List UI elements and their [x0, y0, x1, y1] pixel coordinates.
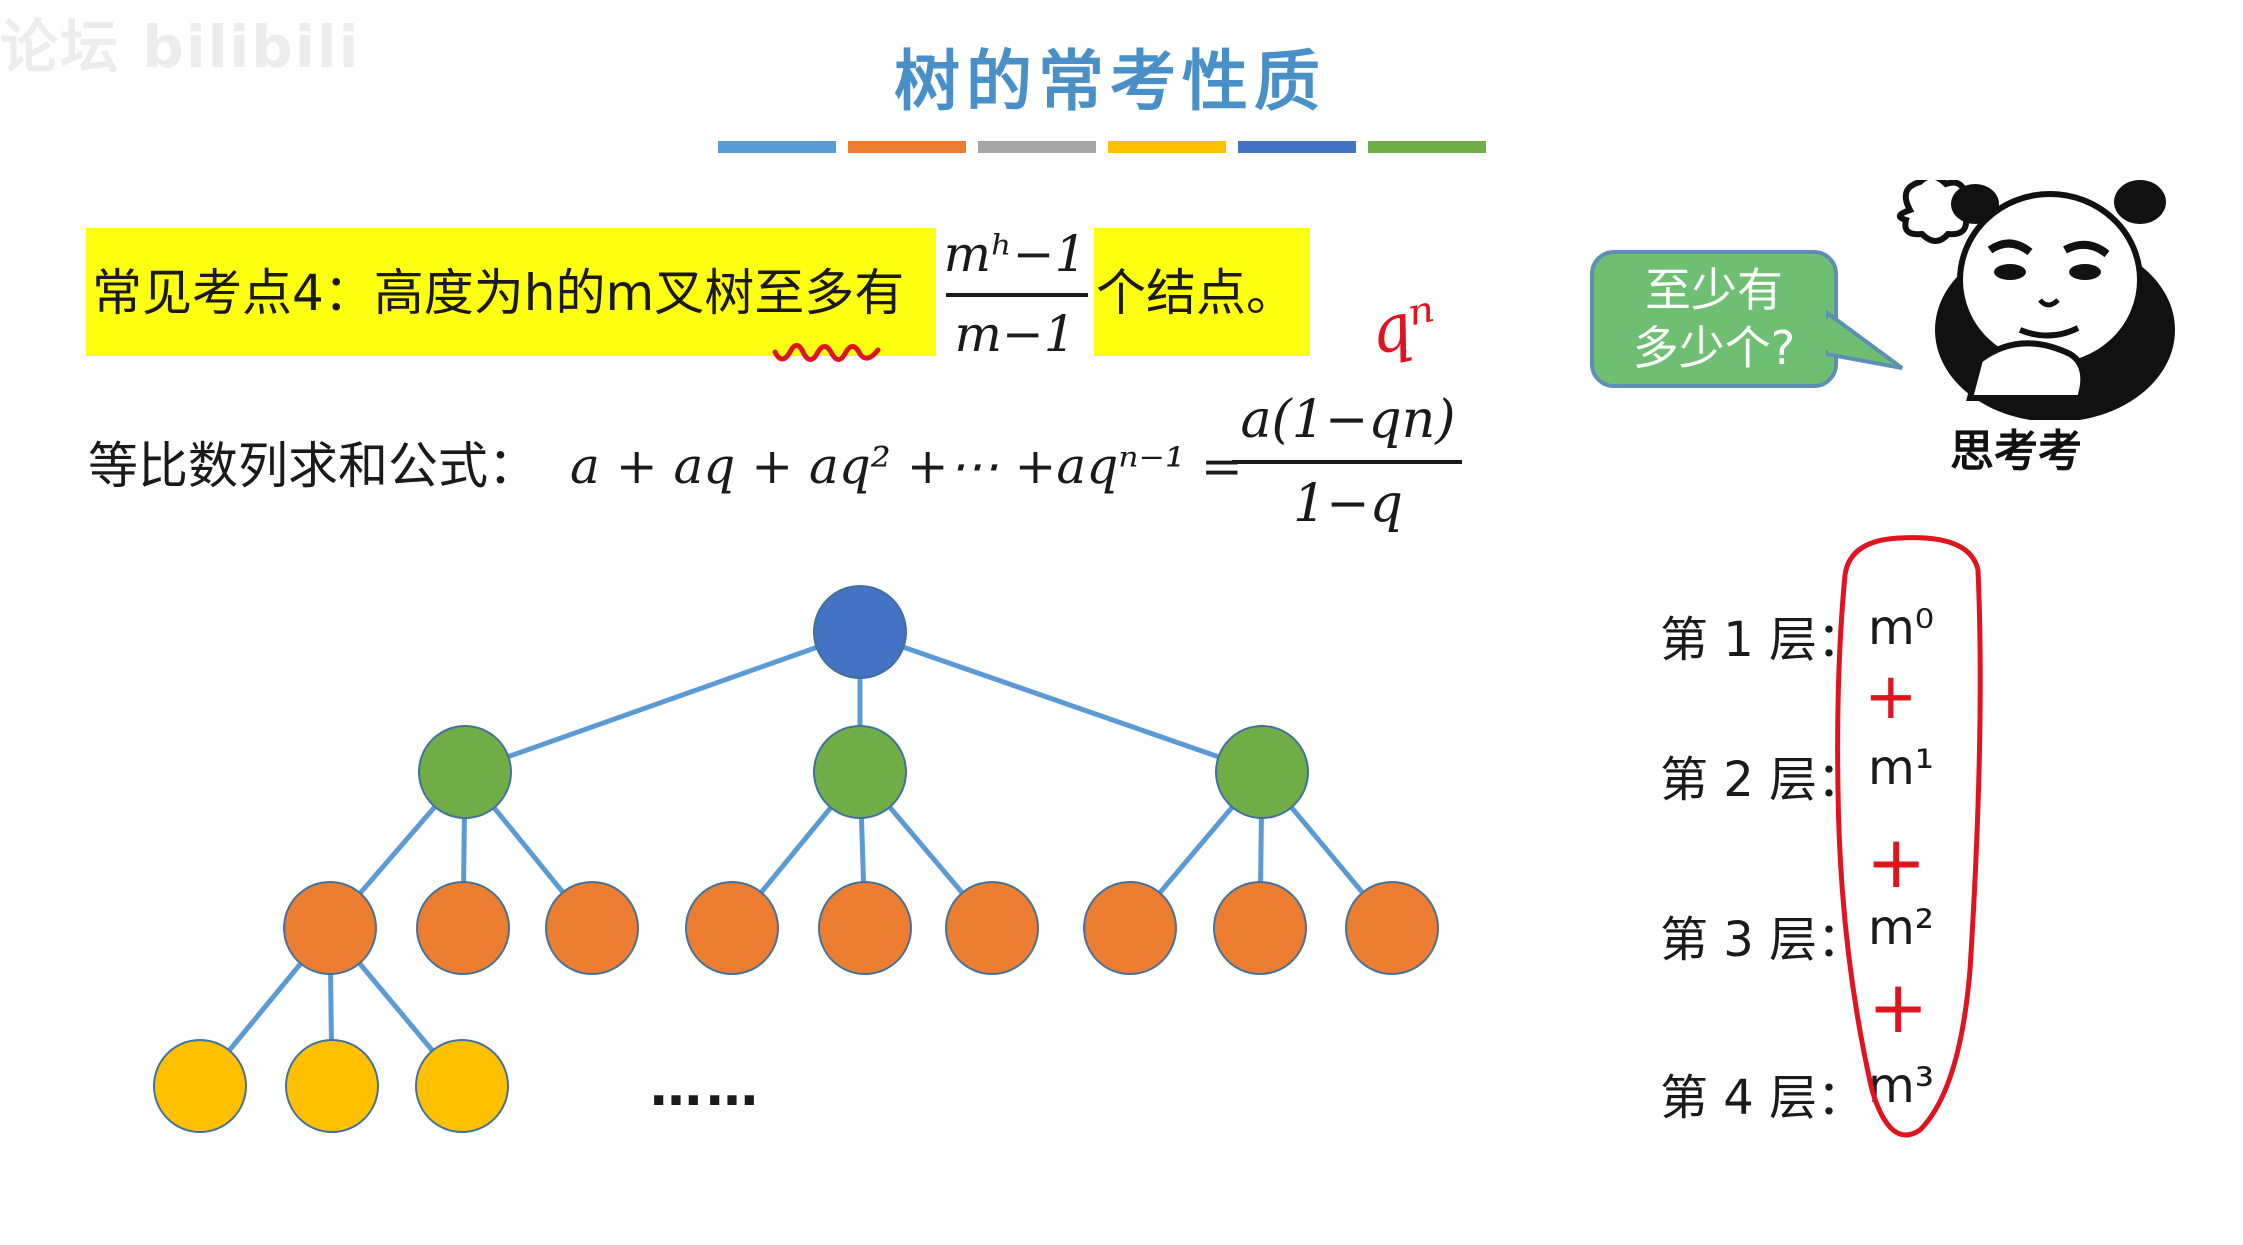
tree-node-level-3: [283, 881, 377, 975]
title-bar-segment-3: [978, 141, 1096, 153]
point4-fraction-numerator: mʰ−1: [943, 225, 1087, 283]
handwritten-underline: [772, 343, 881, 362]
tree-node-level-3: [945, 881, 1039, 975]
tree-node-level-3: [685, 881, 779, 975]
geometric-sum-expression: a + aq + aq² +⋯ +aqⁿ⁻¹ =: [570, 437, 1243, 495]
tree-node-level-3: [545, 881, 639, 975]
level-3-label: 第 3 层：: [1660, 912, 1866, 968]
tree-node-level-4: [153, 1039, 247, 1133]
meme-caption: 思考考: [1950, 426, 2082, 477]
slide-title: 树的常考性质: [894, 43, 1326, 120]
plus-sign-3: +: [1868, 965, 1929, 1049]
level-4-label: 第 4 层：: [1660, 1070, 1866, 1126]
point4-fraction-denominator: m−1: [954, 305, 1076, 363]
tree-node-level-3: [1345, 881, 1439, 975]
level-2-value: m¹: [1868, 740, 1934, 796]
point4-fraction-line: [946, 293, 1088, 297]
point4-suffix: 个结点。: [1096, 264, 1296, 322]
tree-node-level-3: [1083, 881, 1177, 975]
level-1-value: m⁰: [1868, 600, 1934, 656]
plus-sign-2: +: [1866, 820, 1927, 904]
tree-node-level-2: [813, 725, 907, 819]
level-2-label: 第 2 层：: [1660, 752, 1866, 808]
geometric-sum-fraction-line: [1232, 460, 1462, 464]
tree-node-level-4: [415, 1039, 509, 1133]
tree-node-level-1: [813, 585, 907, 679]
tree-node-level-3: [818, 881, 912, 975]
handwritten-ellipse-annotation: [1835, 535, 1983, 1138]
tree-edge: [859, 629, 1263, 775]
level-3-value: m²: [1868, 900, 1934, 956]
panda-thinking-meme-icon: [1897, 180, 2175, 420]
tree-node-level-2: [418, 725, 512, 819]
tree-node-level-3: [1213, 881, 1307, 975]
title-bar-segment-6: [1368, 141, 1486, 153]
point4-highlight-right: [1094, 228, 1310, 356]
level-1-label: 第 1 层：: [1660, 612, 1866, 668]
geometric-sum-label: 等比数列求和公式：: [88, 437, 538, 495]
plus-sign-1: +: [1864, 660, 1918, 734]
bilibili-watermark: 论坛 bilibili: [0, 13, 361, 81]
tree-node-level-2: [1215, 725, 1309, 819]
tree-ellipsis: ……: [650, 1058, 762, 1118]
title-bar-segment-1: [718, 141, 836, 153]
tree-node-level-4: [285, 1039, 379, 1133]
title-bar-segment-2: [848, 141, 966, 153]
title-bar-segment-4: [1108, 141, 1226, 153]
bubble-line-1: 至少有: [1645, 263, 1783, 317]
geometric-sum-numerator: a(1−qn): [1240, 390, 1456, 450]
tree-edge: [464, 629, 861, 775]
bubble-line-2: 多少个?: [1632, 321, 1796, 375]
point4-highlight-left: [86, 228, 936, 356]
speech-bubble: 至少有 多少个?: [1590, 250, 1838, 388]
title-bar-segment-5: [1238, 141, 1356, 153]
geometric-sum-denominator: 1−q: [1293, 474, 1403, 534]
point4-label: 常见考点4：高度为h的m叉树至多有: [92, 264, 905, 322]
annotation-qn: qⁿ: [1363, 283, 1444, 371]
tree-diagram: [153, 585, 1439, 1133]
tree-node-level-3: [416, 881, 510, 975]
speech-bubble-tail: [1826, 310, 1904, 370]
